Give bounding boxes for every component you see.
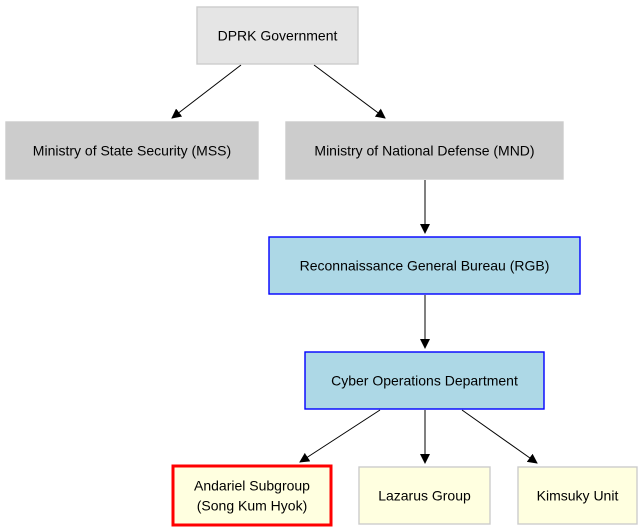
node-cyber-operations-department: Cyber Operations Department (304, 351, 545, 410)
node-andariel-subgroup: Andariel Subgroup (Song Kum Hyok) (171, 464, 333, 527)
node-reconnaissance-general-bureau-box (268, 236, 581, 295)
node-kimsuky-unit-box (517, 466, 638, 525)
node-dprk-government-box (196, 6, 359, 65)
node-lazarus-group: Lazarus Group (358, 466, 491, 525)
node-dprk-government: DPRK Government (196, 6, 359, 65)
edges-layer (171, 64, 538, 464)
node-andariel-subgroup-label: (Song Kum Hyok) (197, 498, 307, 514)
edge-cyber-to-kimsuky (461, 409, 538, 464)
node-lazarus-group-box (358, 466, 491, 525)
node-reconnaissance-general-bureau: Reconnaissance General Bureau (RGB) (268, 236, 581, 295)
node-cyber-operations-department-box (304, 351, 545, 410)
edge-cyber-to-andariel (299, 409, 381, 463)
node-kimsuky-unit: Kimsuky Unit (517, 466, 638, 525)
node-ministry-state-security-box (5, 121, 259, 180)
node-ministry-national-defense: Ministry of National Defense (MND) (285, 121, 564, 180)
node-andariel-subgroup-box (171, 464, 333, 527)
node-ministry-national-defense-box (285, 121, 564, 180)
node-ministry-state-security-label: Ministry of State Security (MSS) (33, 143, 231, 159)
node-lazarus-group-label: Lazarus Group (378, 488, 471, 504)
node-ministry-national-defense-label: Ministry of National Defense (MND) (314, 143, 534, 159)
node-cyber-operations-department-label: Cyber Operations Department (331, 373, 518, 389)
node-andariel-subgroup-label: Andariel Subgroup (194, 478, 310, 494)
edge-dprk-to-mnd (313, 64, 386, 119)
edge-dprk-to-mss (171, 64, 242, 119)
node-kimsuky-unit-label: Kimsuky Unit (537, 488, 619, 504)
node-reconnaissance-general-bureau-label: Reconnaissance General Bureau (RGB) (300, 258, 550, 274)
node-ministry-state-security: Ministry of State Security (MSS) (5, 121, 259, 180)
node-dprk-government-label: DPRK Government (218, 28, 338, 44)
